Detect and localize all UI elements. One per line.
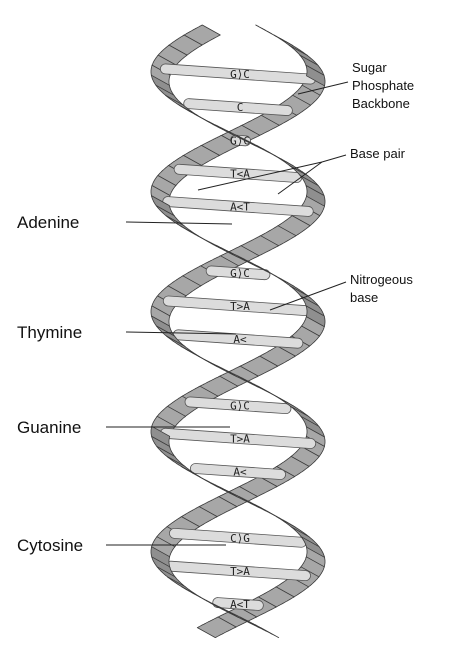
guanine-label: Guanine	[17, 418, 81, 437]
base-pair-letters: A<	[233, 333, 247, 346]
nitrogenous-base-label-line-1: Nitrogeous	[350, 272, 413, 287]
cytosine-label: Cytosine	[17, 536, 83, 555]
base-pair-rung: A<	[172, 329, 304, 349]
base-pair-rung: T>A	[165, 560, 311, 582]
base-pair-letters: G⟩C	[230, 134, 250, 147]
base-pair-letters: T>A	[230, 300, 250, 313]
base-pair-bar	[230, 134, 251, 147]
thymine-label: Thymine	[17, 323, 82, 342]
base-pair-letters: G⟩C	[230, 399, 250, 412]
base-pair-bar	[162, 196, 314, 217]
base-pair-letters: A<T	[230, 598, 250, 611]
base-pair-rung: T>A	[159, 427, 317, 449]
backbone-segment-a-84	[156, 446, 186, 468]
base-pair-label: Base pair	[350, 146, 406, 161]
base-pair-letters: T>A	[230, 432, 250, 445]
base-pair-rung: T>A	[162, 295, 314, 317]
backbone-segment-b-79	[300, 415, 325, 438]
base-pair-letters: T<A	[230, 167, 250, 180]
base-pair-leader-2	[277, 161, 323, 195]
backbone-segment-b-33	[305, 185, 326, 207]
base-pair-letters: A<T	[230, 201, 250, 214]
base-pair-letters: G⟩C	[230, 68, 250, 81]
backbone-label-line-2: Phosphate	[352, 78, 414, 93]
backbone-segment-b-119	[239, 616, 280, 638]
base-pair-rung: A<	[190, 463, 286, 480]
base-pair-rung: T<A	[173, 163, 303, 183]
backbone-leader	[297, 81, 349, 95]
nitrogenous-base-label-line-2: base	[350, 290, 378, 305]
backbone-label-line-1: Sugar	[352, 60, 387, 75]
base-pair-letters: T>A	[230, 565, 250, 578]
base-pair-letters: A<	[233, 466, 247, 479]
base-pair-rung: G⟩C	[184, 396, 292, 415]
base-pair-rung: A<T	[212, 597, 264, 611]
backbone-segment-a-8	[305, 64, 326, 87]
back-backbone-strand	[150, 24, 326, 638]
backbone-segment-a-102	[300, 536, 325, 558]
base-pair-bar	[190, 463, 286, 480]
front-backbone-strand	[150, 24, 326, 638]
adenine-leader	[125, 221, 233, 225]
nitrogenous-base-leader	[269, 281, 347, 311]
base-pair-bar	[212, 597, 264, 611]
base-pair-letters: C	[237, 101, 244, 114]
adenine-label: Adenine	[17, 213, 79, 232]
thymine-leader	[125, 331, 237, 335]
backbone-segment-a-56	[305, 305, 326, 327]
base-pair-rung: G⟩C	[159, 63, 317, 85]
base-pair-rung: A<T	[162, 196, 314, 217]
base-pair-bar	[205, 265, 271, 281]
backbone-label-line-3: Backbone	[352, 96, 410, 111]
base-pair-bar	[184, 396, 292, 415]
base-pair-rung: G⟩C	[205, 265, 271, 281]
backbone-segment-a-118	[196, 616, 237, 638]
base-pair-rung: G⟩C	[230, 134, 251, 147]
base-pair-bar	[183, 98, 293, 116]
leader-lines	[106, 81, 349, 546]
base-pair-rung: C	[183, 98, 293, 116]
base-pair-letters: C⟩G	[230, 532, 250, 545]
base-pair-letters: G⟩C	[230, 267, 250, 280]
